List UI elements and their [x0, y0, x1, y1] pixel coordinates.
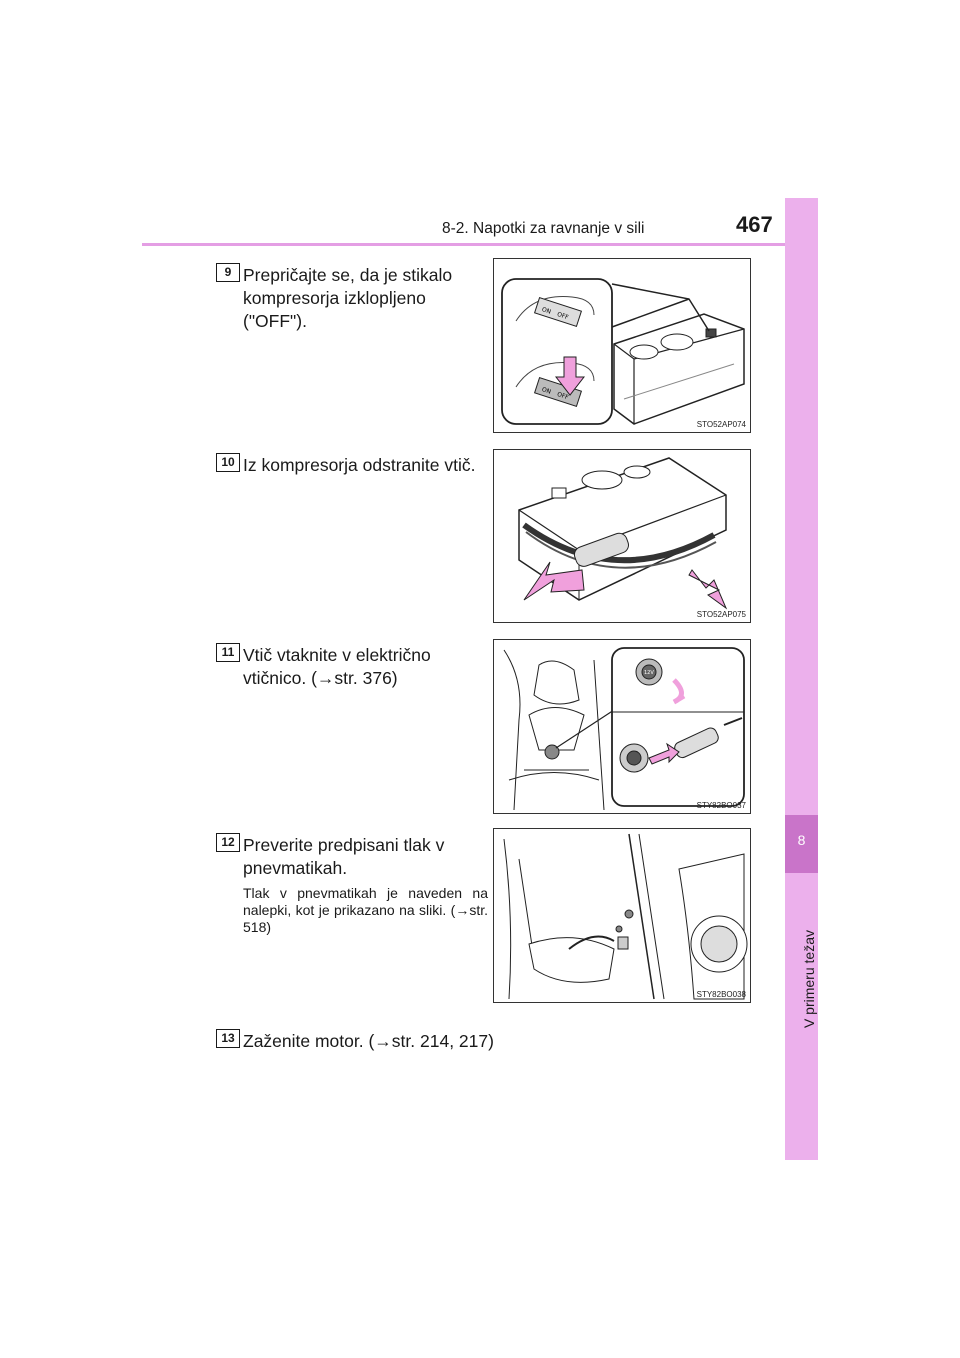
section-title: 8-2. Napotki za ravnanje v sili [442, 220, 645, 237]
step-text-12: Preverite predpisani tlak v pnevmatikah. [243, 835, 445, 878]
figure-compressor-switch: ON OFF ON OFF STO52AP074 [493, 258, 751, 433]
rotate-arrow-icon [672, 678, 686, 705]
figure-remove-plug: STO52AP075 [493, 449, 751, 623]
chapter-title: V primeru težav [801, 930, 817, 1029]
socket-voltage-label: 12V [644, 670, 654, 676]
chapter-number: 8 [797, 832, 806, 848]
chapter-side-tab [785, 198, 818, 1160]
press-arrow-icon [554, 356, 586, 396]
switch-label-on: ON [541, 306, 552, 316]
header-rule [142, 243, 818, 246]
pull-arrow-right-icon [688, 569, 728, 610]
step-number-9: 9 [216, 263, 240, 282]
figure-tire-label: STY82BO038 [493, 828, 751, 1003]
chapter-number-box [785, 815, 818, 873]
switch-label-on-2: ON [541, 386, 552, 396]
step-number-13: 13 [216, 1029, 240, 1048]
power-outlet-illustration: 12V [503, 647, 745, 811]
step-text-11: Vtič vtaknite v električno vtičnico. (→s… [243, 645, 431, 688]
figure-code-12: STY82BO038 [696, 990, 746, 999]
insert-arrow-icon [648, 742, 680, 765]
step-text-10: Iz kompresorja odstranite vtič. [243, 455, 476, 475]
pull-arrow-left-icon [523, 561, 585, 601]
step-text-9: Prepričajte se, da je stikalo kompresorj… [243, 265, 453, 331]
compressor-switch-illustration: ON OFF ON OFF [501, 278, 745, 425]
page-number: 467 [736, 212, 773, 237]
figure-code-10: STO52AP075 [696, 610, 746, 619]
step-number-11: 11 [216, 643, 240, 662]
remove-plug-illustration [518, 457, 728, 610]
figure-code-9: STO52AP074 [696, 420, 746, 429]
tire-label-illustration [503, 833, 748, 1000]
step-number-12: 12 [216, 833, 240, 852]
step-text-13: Zaženite motor. (→str. 214, 217) [243, 1031, 494, 1051]
switch-label-off: OFF [556, 311, 570, 321]
step-note-12: Tlak v pnevmatikah je naveden na nalepki… [243, 885, 488, 935]
figure-power-outlet: 12V STY82BO037 [493, 639, 751, 814]
switch-label-off-2: OFF [556, 391, 570, 401]
figure-code-11: STY82BO037 [696, 801, 746, 810]
step-number-10: 10 [216, 453, 240, 472]
